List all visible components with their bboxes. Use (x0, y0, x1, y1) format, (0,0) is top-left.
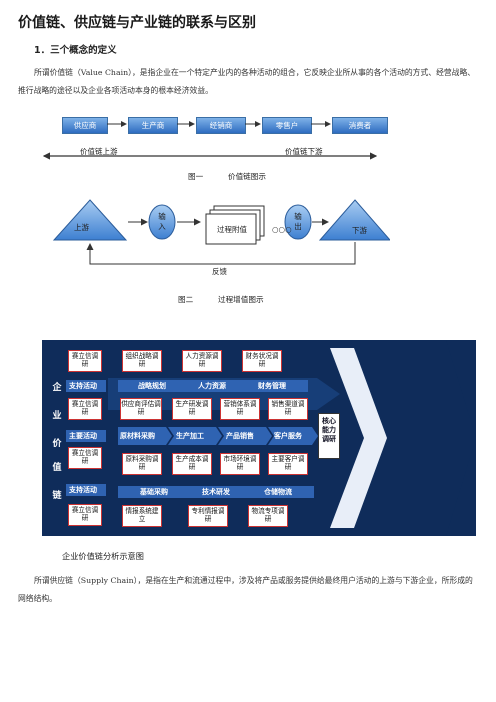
left-support-band-1: 支持活动 (66, 380, 106, 392)
paragraph-value-chain: 所谓价值链（Value Chain），是指企业在一个特定产业内的各种活动的组合，… (18, 68, 476, 95)
figure1-number: 图一 (188, 172, 204, 181)
core-capability-box: 核心能力调研 (318, 413, 340, 459)
figure2-caption: 过程增值图示 (218, 295, 264, 304)
figure1-caption: 价值链图示 (228, 172, 266, 181)
low-box-customer: 主要客户调研 (268, 453, 308, 475)
bottom-box-logistics: 物流专项调研 (248, 505, 288, 527)
chain-box-consumer: 消费者 (332, 117, 388, 134)
low-box-material: 原料采购调研 (122, 453, 162, 475)
process-label: 过程附值 (217, 225, 247, 234)
paragraph-supply-chain: 所谓供应链（Supply Chain），是指在生产和流通过程中，涉及将产品或服务… (18, 576, 473, 603)
output-label: 输出 (294, 212, 302, 231)
bottom-box-intel: 情报系统建立 (122, 505, 162, 527)
top-box-hr: 人力资源调研 (182, 350, 222, 372)
figure2-number: 图二 (178, 295, 194, 304)
left-char-2: 业 (52, 411, 62, 421)
main-band-production: 生产加工 (176, 432, 204, 440)
left-char-4: 值 (52, 463, 62, 473)
page-title: 价值链、供应链与产业链的联系与区别 (18, 15, 256, 31)
mid-box-marketing: 营销体系调研 (220, 398, 260, 420)
left-research-box-1: 赛立信调研 (68, 350, 102, 372)
left-char-5: 链 (52, 491, 62, 501)
chain-box-producer: 生产商 (128, 117, 178, 134)
left-char-1: 企 (52, 383, 62, 393)
mid-box-channel: 销售渠道调研 (268, 398, 308, 420)
support-band-bottom: 基础采购 技术研发 仓储物流 (118, 486, 314, 498)
chain-arrows (42, 121, 378, 160)
left-char-3: 价 (52, 439, 62, 449)
upstream-label: 价值链上游 (80, 147, 118, 156)
support-band-top: 战略规划 人力资源 财务管理 (118, 380, 308, 392)
top-box-org: 组织战略调研 (122, 350, 162, 372)
upstream-triangle-label: 上游 (74, 223, 89, 232)
dots-label: ○○○ (272, 225, 292, 234)
main-band-sales: 产品销售 (226, 432, 254, 440)
mid-box-supplier: 供应商评估调研 (120, 398, 162, 420)
downstream-triangle-label: 下游 (352, 226, 367, 235)
section-heading: 1．三个概念的定义 (34, 45, 117, 56)
low-box-cost: 生产成本调研 (172, 453, 212, 475)
left-main-band: 主要活动 (66, 430, 106, 442)
figure3-caption: 企业价值链分析示意图 (62, 551, 144, 561)
left-support-band-2: 支持活动 (66, 484, 106, 496)
main-activity-band (118, 427, 318, 445)
left-research-box-2: 赛立信调研 (68, 398, 102, 420)
left-research-box-3: 赛立信调研 (68, 447, 102, 469)
bottom-box-patent: 专利情报调研 (188, 505, 228, 527)
input-label: 输入 (158, 212, 166, 231)
chain-box-supplier: 供应商 (62, 117, 108, 134)
left-research-box-4: 赛立信调研 (68, 504, 102, 526)
mid-box-rnd: 生产研发调研 (172, 398, 212, 420)
low-box-market: 市场环境调研 (220, 453, 260, 475)
main-band-service: 客户服务 (274, 432, 302, 440)
downstream-label: 价值链下游 (285, 147, 323, 156)
top-box-finance: 财务状况调研 (242, 350, 282, 372)
chain-box-distributor: 经销商 (196, 117, 246, 134)
chain-box-retailer: 零售户 (262, 117, 312, 134)
feedback-label: 反馈 (212, 267, 227, 276)
process-diagram (52, 199, 390, 265)
enterprise-value-chain-figure: 企 业 价 值 链 赛立信调研 支持活动 赛立信调研 主要活动 赛立信调研 支持… (42, 340, 476, 536)
main-band-procurement: 原材料采购 (120, 432, 155, 440)
